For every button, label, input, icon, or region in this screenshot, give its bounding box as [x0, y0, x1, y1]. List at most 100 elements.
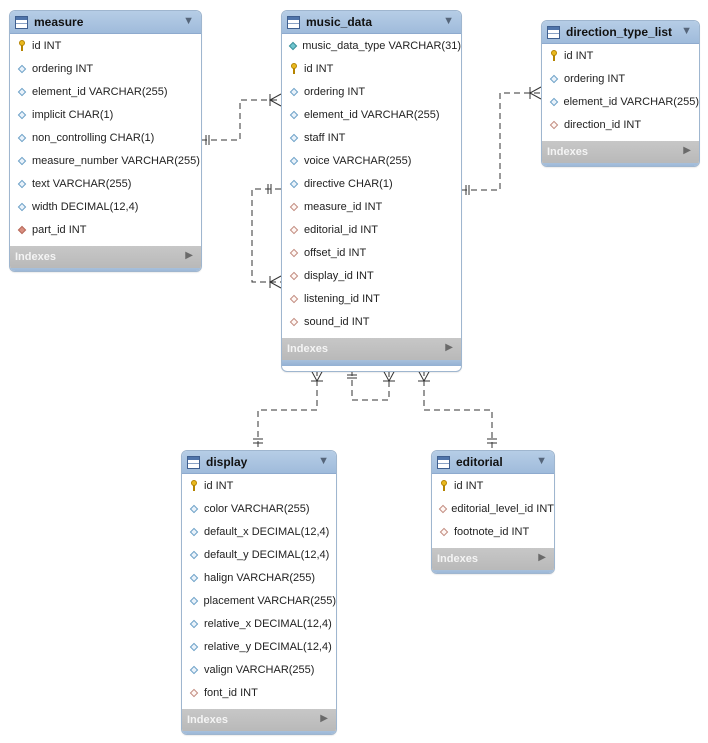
- column-row[interactable]: ordering INT: [542, 67, 699, 90]
- column-label: ordering INT: [32, 62, 94, 75]
- column-row[interactable]: width DECIMAL(12,4): [10, 195, 201, 218]
- column-row[interactable]: voice VARCHAR(255): [282, 149, 461, 172]
- column-row[interactable]: offset_id INT: [282, 241, 461, 264]
- diamond-icon: [187, 619, 201, 628]
- column-row[interactable]: id INT: [182, 474, 336, 497]
- triangle-down-icon[interactable]: ▼: [536, 455, 547, 467]
- diamond-icon: [287, 294, 301, 303]
- diamond-icon: [287, 271, 301, 280]
- triangle-right-icon[interactable]: ▶: [445, 342, 453, 353]
- indexes-label: Indexes: [547, 146, 588, 158]
- column-label: id INT: [454, 479, 484, 492]
- column-row[interactable]: text VARCHAR(255): [10, 172, 201, 195]
- table-editorial[interactable]: editorial▼ id INT editorial_level_id INT fo…: [431, 450, 555, 574]
- diamond-icon: [187, 550, 201, 559]
- diamond-icon: [547, 97, 560, 106]
- triangle-right-icon[interactable]: ▶: [185, 250, 193, 261]
- column-row[interactable]: staff INT: [282, 126, 461, 149]
- diamond-icon: [547, 74, 561, 83]
- diamond-icon: [287, 156, 301, 165]
- triangle-down-icon[interactable]: ▼: [183, 15, 194, 27]
- diamond-icon: [287, 179, 301, 188]
- triangle-right-icon[interactable]: ▶: [320, 713, 328, 724]
- triangle-down-icon[interactable]: ▼: [443, 15, 454, 27]
- triangle-right-icon[interactable]: ▶: [683, 145, 691, 156]
- triangle-down-icon[interactable]: ▼: [318, 455, 329, 467]
- column-label: footnote_id INT: [454, 525, 530, 538]
- indexes-label: Indexes: [437, 553, 478, 565]
- indexes-bar[interactable]: Indexes▶: [282, 338, 461, 360]
- column-label: offset_id INT: [304, 246, 367, 259]
- column-row[interactable]: editorial_id INT: [282, 218, 461, 241]
- indexes-bar[interactable]: Indexes▶: [10, 246, 201, 268]
- table-footer: [182, 731, 336, 734]
- column-row[interactable]: part_id INT: [10, 218, 201, 241]
- diamond-icon: [287, 41, 299, 50]
- column-row[interactable]: listening_id INT: [282, 287, 461, 310]
- key-icon: [287, 63, 301, 74]
- key-icon: [437, 480, 451, 491]
- diamond-icon: [15, 133, 29, 142]
- table-header[interactable]: display▼: [182, 451, 336, 474]
- column-row[interactable]: id INT: [432, 474, 554, 497]
- column-row[interactable]: display_id INT: [282, 264, 461, 287]
- column-row[interactable]: relative_y DECIMAL(12,4): [182, 635, 336, 658]
- column-row[interactable]: relative_x DECIMAL(12,4): [182, 612, 336, 635]
- column-row[interactable]: direction_id INT: [542, 113, 699, 136]
- column-row[interactable]: id INT: [282, 57, 461, 80]
- triangle-right-icon[interactable]: ▶: [538, 552, 546, 563]
- diamond-icon: [287, 317, 301, 326]
- column-row[interactable]: default_y DECIMAL(12,4): [182, 543, 336, 566]
- table-header[interactable]: direction_type_list▼: [542, 21, 699, 44]
- column-row[interactable]: measure_number VARCHAR(255): [10, 149, 201, 172]
- indexes-bar[interactable]: Indexes ▶: [432, 548, 554, 570]
- column-row[interactable]: valign VARCHAR(255): [182, 658, 336, 681]
- column-row[interactable]: id INT: [542, 44, 699, 67]
- column-row[interactable]: music_data_type VARCHAR(31): [282, 34, 461, 57]
- diamond-icon: [287, 110, 301, 119]
- column-row[interactable]: element_id VARCHAR(255): [542, 90, 699, 113]
- column-row[interactable]: placement VARCHAR(255): [182, 589, 336, 612]
- relationship-music-data-display: [257, 370, 318, 450]
- table-header[interactable]: editorial▼: [432, 451, 554, 474]
- column-row[interactable]: measure_id INT: [282, 195, 461, 218]
- table-footer: [432, 570, 554, 573]
- table-header[interactable]: music_data▼: [282, 11, 461, 34]
- table-footer: [282, 360, 461, 366]
- column-row[interactable]: id INT: [10, 34, 201, 57]
- column-row[interactable]: ordering INT: [282, 80, 461, 103]
- indexes-bar[interactable]: Indexes ▶: [542, 141, 699, 163]
- column-row[interactable]: default_x DECIMAL(12,4): [182, 520, 336, 543]
- column-row[interactable]: ordering INT: [10, 57, 201, 80]
- table-header[interactable]: measure▼: [10, 11, 201, 34]
- column-row[interactable]: directive CHAR(1): [282, 172, 461, 195]
- diamond-icon: [15, 156, 29, 165]
- column-row[interactable]: non_controlling CHAR(1): [10, 126, 201, 149]
- column-row[interactable]: halign VARCHAR(255): [182, 566, 336, 589]
- indexes-bar[interactable]: Indexes▶: [182, 709, 336, 731]
- column-label: listening_id INT: [304, 292, 380, 305]
- diamond-icon: [287, 87, 301, 96]
- column-row[interactable]: element_id VARCHAR(255): [282, 103, 461, 126]
- column-row[interactable]: implicit CHAR(1): [10, 103, 201, 126]
- column-label: directive CHAR(1): [304, 177, 393, 190]
- column-row[interactable]: color VARCHAR(255): [182, 497, 336, 520]
- diamond-icon: [287, 225, 301, 234]
- table-music-data[interactable]: music_data▼music_data_type VARCHAR(31)id…: [281, 10, 462, 372]
- triangle-down-icon[interactable]: ▼: [681, 25, 692, 37]
- diamond-icon: [287, 202, 301, 211]
- key-icon: [187, 480, 201, 491]
- table-footer: [542, 163, 699, 166]
- column-row[interactable]: element_id VARCHAR(255): [10, 80, 201, 103]
- column-row[interactable]: editorial_level_id INT: [432, 497, 554, 520]
- table-icon: [15, 15, 28, 29]
- column-row[interactable]: sound_id INT: [282, 310, 461, 333]
- table-measure[interactable]: measure▼id INT ordering INT element_id VAR…: [9, 10, 202, 272]
- diamond-icon: [15, 87, 29, 96]
- column-row[interactable]: font_id INT: [182, 681, 336, 704]
- column-row[interactable]: footnote_id INT: [432, 520, 554, 543]
- column-label: implicit CHAR(1): [32, 108, 114, 121]
